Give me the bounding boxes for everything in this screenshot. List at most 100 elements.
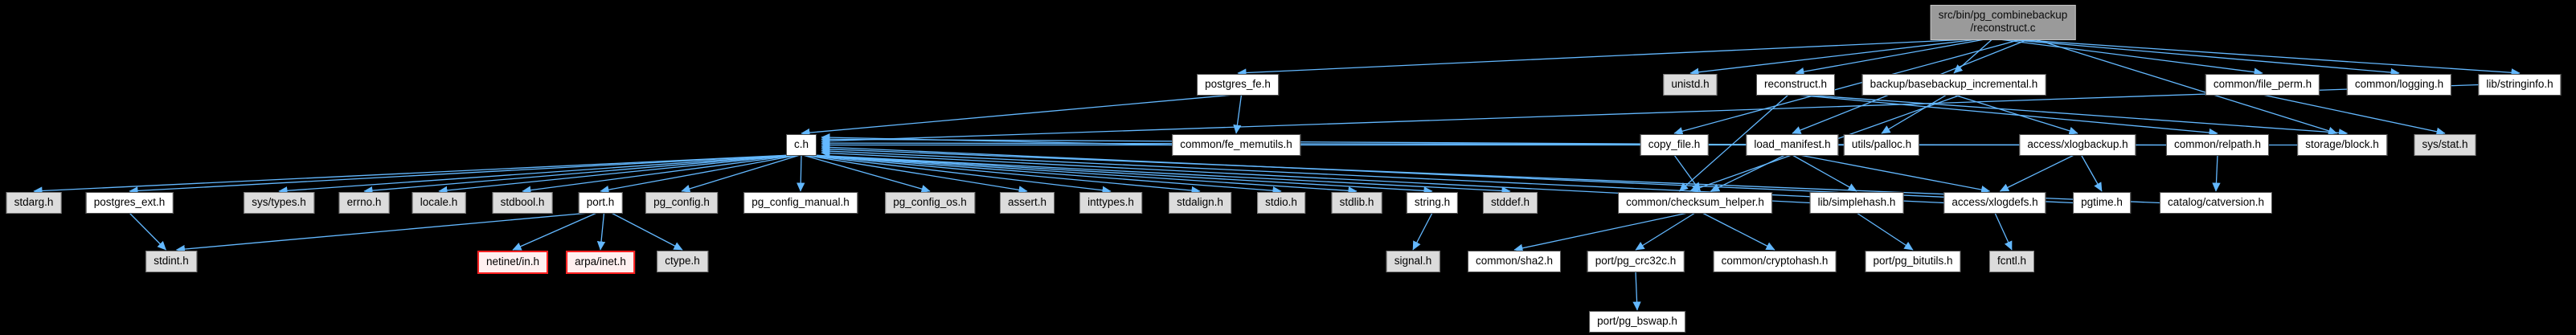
edge-xlogbackup-h-to-pgtime-h [2080,154,2103,192]
node-palloc-h[interactable]: utils/palloc.h [1843,134,1920,157]
node-stdarg-h: stdarg.h [6,192,62,214]
node-reconstruct-c: src/bin/pg_combinebackup /reconstruct.c [1930,5,2076,40]
edge-reconstruct-c-to-file-perm-h [1999,39,2263,76]
node-file-perm-h[interactable]: common/file_perm.h [2205,74,2320,96]
node-postgres-ext-h[interactable]: postgres_ext.h [85,192,174,214]
edge-xlogbackup-h-to-xlogdefs-h [1999,154,2074,192]
edge-copy-file-h-to-checksum-helper-h [1673,154,1702,192]
node-simplehash-h[interactable]: lib/simplehash.h [1809,192,1904,214]
node-pg-config-manual-h[interactable]: pg_config_manual.h [743,192,858,214]
node-block-h[interactable]: storage/block.h [2297,134,2387,157]
edge-checksum-helper-h-to-pg-crc32c-h [1635,212,1696,251]
node-signal-h: signal.h [1386,251,1440,273]
edge-postgres-ext-h-to-stdint-h [129,212,166,251]
edge-reconstruct-c-to-reconstruct-h [1795,39,1985,76]
edge-string-h-to-signal-h [1412,212,1433,251]
edge-c-h-to-stdbool-h [522,154,798,194]
node-locale-h: locale.h [412,192,466,214]
edge-catversion-h-to-c-h [821,145,2161,204]
edge-c-h-to-errno-h [363,154,795,195]
edge-c-h-to-locale-h [438,154,797,195]
node-fe-memutils-h[interactable]: common/fe_memutils.h [1172,134,1300,157]
edge-c-h-to-inttypes-h [805,154,1112,194]
edge-c-h-to-stdlib-h [809,154,1358,195]
node-pg-bswap-h[interactable]: port/pg_bswap.h [1589,311,1685,333]
edge-c-h-to-sys-types-h [278,154,794,195]
node-reconstruct-h[interactable]: reconstruct.h [1755,74,1836,96]
node-sys-stat-h: sys/stat.h [2414,134,2476,157]
node-stdint-h: stdint.h [145,251,197,273]
node-sha2-h[interactable]: common/sha2.h [1467,251,1562,273]
node-logging-h[interactable]: common/logging.h [2346,74,2452,96]
edge-reconstruct-c-to-block-h [2035,39,2338,135]
node-errno-h: errno.h [338,192,390,214]
edge-reconstruct-h-to-block-h [1802,94,2349,137]
node-stdbool-h: stdbool.h [492,192,553,214]
edge-port-h-to-stdint-h [175,212,590,254]
node-pg-crc32c-h[interactable]: port/pg_crc32c.h [1587,251,1685,273]
edge-xlogdefs-h-to-fcntl-h [1994,212,2013,251]
node-string-h[interactable]: string.h [1406,192,1459,214]
node-pg-bitutils-h[interactable]: port/pg_bitutils.h [1865,251,1961,273]
node-basebackup-incremental-h[interactable]: backup/basebackup_incremental.h [1861,74,2046,96]
edge-reconstruct-c-to-unistd-h [1689,39,1978,76]
edge-port-h-to-ctype-h [611,212,683,251]
node-unistd-h: unistd.h [1663,74,1718,96]
node-stringinfo-h[interactable]: lib/stringinfo.h [2478,74,2562,96]
edge-stringinfo-h-to-c-h [821,84,2480,145]
edge-c-h-to-stddef-h [811,154,1511,195]
node-postgres-fe-h[interactable]: postgres_fe.h [1197,74,1279,96]
edge-basebackup-incremental-h-to-palloc-h [1881,94,1947,134]
node-load-manifest-h[interactable]: load_manifest.h [1746,134,1839,157]
edge-port-h-to-arpa-inet-h [596,212,606,251]
node-catversion-h[interactable]: catalog/catversion.h [2159,192,2273,214]
node-arpa-inet-h: arpa/inet.h [566,251,635,275]
node-port-h[interactable]: port.h [578,192,623,214]
edge-postgres-fe-h-to-c-h [801,94,1235,137]
node-pg-config-os-h: pg_config_os.h [885,192,975,214]
node-ctype-h: ctype.h [657,251,708,273]
edge-reconstruct-c-to-basebackup-incremental-h [1953,39,1992,74]
node-relpath-h[interactable]: common/relpath.h [2165,134,2270,157]
node-xlogbackup-h[interactable]: access/xlogbackup.h [2019,134,2136,157]
edge-file-perm-h-to-sys-stat-h [2262,94,2446,136]
edge-reconstruct-c-to-logging-h [2006,39,2400,77]
edge-c-h-to-assert-h [804,154,1028,194]
edge-checksum-helper-h-to-cryptohash-h [1702,212,1775,251]
edge-c-h-to-stdalign-h [806,154,1201,195]
edge-reconstruct-h-to-relpath-h [1795,94,2218,137]
node-inttypes-h: inttypes.h [1079,192,1142,214]
node-copy-file-h[interactable]: copy_file.h [1640,134,1709,157]
edge-postgres-fe-h-to-fe-memutils-h [1233,94,1243,134]
edge-reconstruct-c-to-stringinfo-h [2013,39,2521,77]
edge-reconstruct-c-to-copy-file-h [1673,39,2021,136]
edge-load-manifest-h-to-simplehash-h [1792,154,1857,192]
edge-c-h-to-stdio-h [808,154,1282,195]
edge-checksum-helper-h-to-sha2-h [1513,212,1689,252]
node-fcntl-h: fcntl.h [1988,251,2035,273]
edge-pg-crc32c-h-to-pg-bswap-h [1632,271,1641,311]
node-c-h[interactable]: c.h [785,134,817,157]
node-netinet-in-h: netinet/in.h [477,251,549,275]
node-assert-h: assert.h [999,192,1055,214]
node-stdlib-h: stdlib.h [1331,192,1382,214]
edge-relpath-h-to-catversion-h [2212,154,2221,192]
node-pg-config-h: pg_config.h [645,192,718,214]
edge-c-h-to-pg-config-h [681,154,801,193]
node-pgtime-h[interactable]: pgtime.h [2073,192,2131,214]
edge-simplehash-h-to-pg-bitutils-h [1856,212,1914,251]
edge-c-h-to-stdarg-h [33,154,792,195]
node-cryptohash-h[interactable]: common/cryptohash.h [1713,251,1837,273]
node-sys-types-h: sys/types.h [244,192,314,214]
edge-c-h-to-string-h [810,154,1433,195]
node-stdalign-h: stdalign.h [1169,192,1231,214]
node-xlogdefs-h[interactable]: access/xlogdefs.h [1943,192,2046,214]
node-stddef-h: stddef.h [1482,192,1538,214]
edge-c-h-to-pg-config-os-h [802,154,931,194]
edge-c-h-to-port-h [600,154,799,194]
node-checksum-helper-h[interactable]: common/checksum_helper.h [1618,192,1772,214]
edge-reconstruct-c-to-postgres-fe-h [1237,39,1971,77]
edge-c-h-to-postgres-ext-h [129,154,792,195]
